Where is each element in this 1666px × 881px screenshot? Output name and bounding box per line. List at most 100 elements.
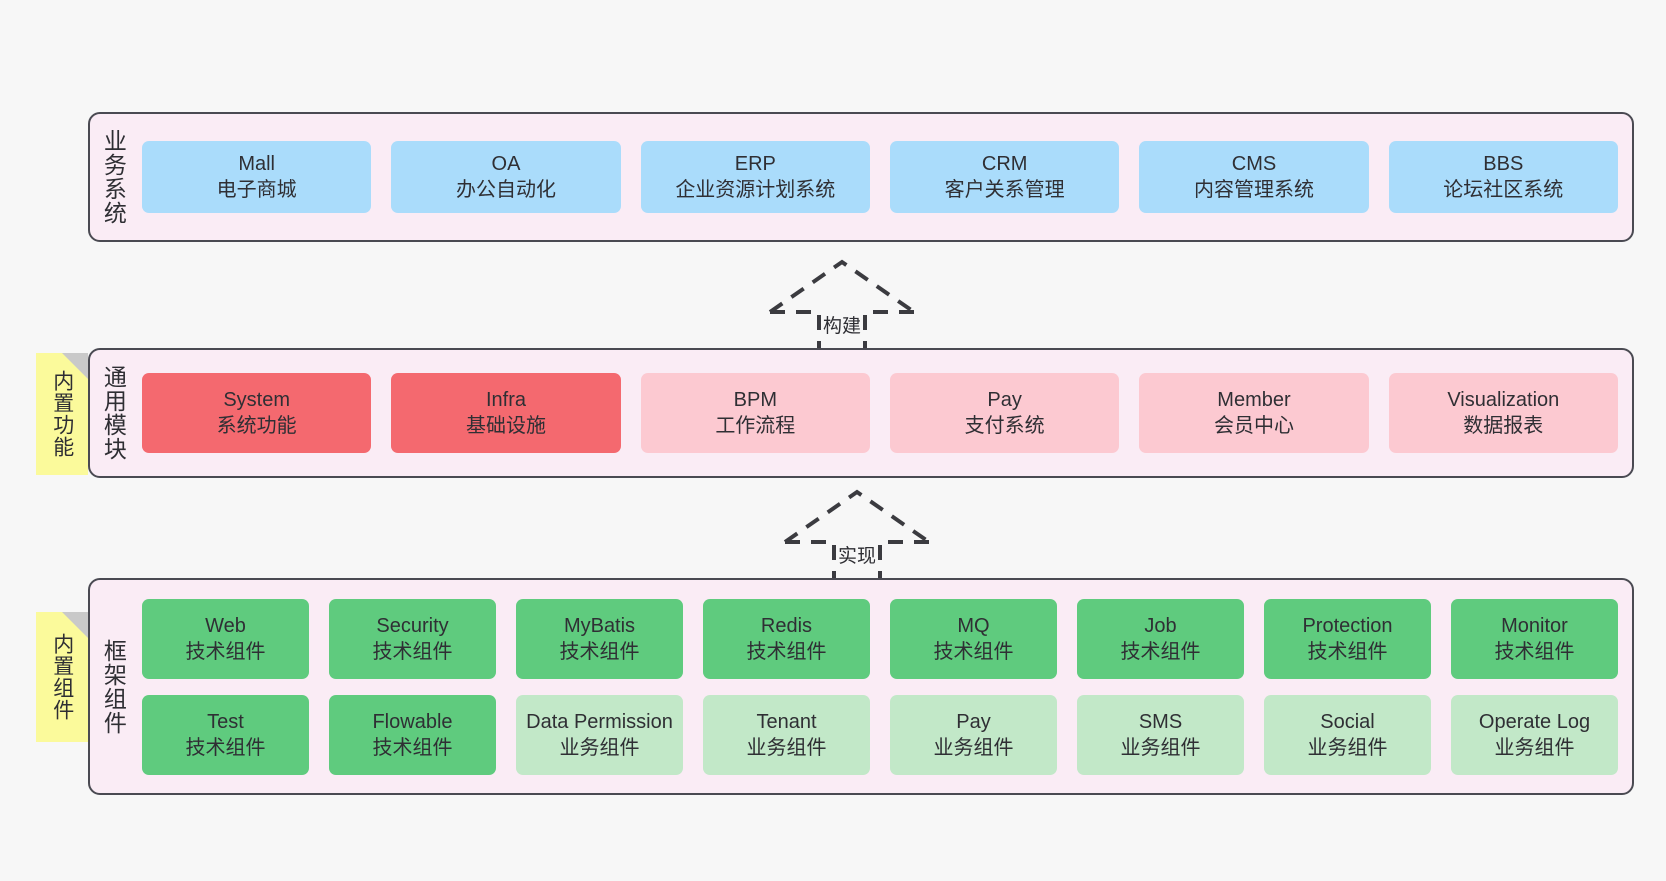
card-crm-en: CRM <box>981 153 1028 175</box>
business-card-row: Mall 电子商城 OA 办公自动化 ERP 企业资源计划系统 CRM 客户关系… <box>142 141 1618 213</box>
framework-card-row-business: Test 技术组件 Flowable 技术组件 Data Permission … <box>142 694 1618 775</box>
card-data-permission[interactable]: Data Permission 业务组件 <box>516 694 683 775</box>
dashed-up-arrow-icon <box>783 489 931 580</box>
card-pay-module[interactable]: Pay 支付系统 <box>889 373 1120 453</box>
card-crm-cn: 客户关系管理 <box>944 179 1065 201</box>
card-mq-en: MQ <box>957 614 990 637</box>
card-oa-cn: 办公自动化 <box>455 179 556 201</box>
sticky-note-builtin-components-label: 内置组件 <box>50 633 74 721</box>
framework-card-row-tech: Web 技术组件 Security 技术组件 MyBatis 技术组件 Redi… <box>142 598 1618 679</box>
card-security[interactable]: Security 技术组件 <box>329 598 496 679</box>
card-bbs[interactable]: BBS 论坛社区系统 <box>1388 141 1618 213</box>
arrow-implement: 实现 <box>777 488 937 580</box>
card-system[interactable]: System 系统功能 <box>142 373 372 453</box>
layer-framework-component: 框架组件 Web 技术组件 Security 技术组件 MyBatis 技术组件… <box>88 578 1634 795</box>
layer-business-system-body: Mall 电子商城 OA 办公自动化 ERP 企业资源计划系统 CRM 客户关系… <box>136 114 1632 240</box>
card-visualization[interactable]: Visualization 数据报表 <box>1388 373 1618 453</box>
card-tenant-cn: 业务组件 <box>746 736 827 759</box>
card-web[interactable]: Web 技术组件 <box>142 598 309 679</box>
layer-business-system: 业务系统 Mall 电子商城 OA 办公自动化 ERP 企业资源计划系统 CRM… <box>88 112 1634 242</box>
card-mq[interactable]: MQ 技术组件 <box>890 598 1057 679</box>
card-security-cn: 技术组件 <box>372 640 453 663</box>
card-mall[interactable]: Mall 电子商城 <box>142 141 372 213</box>
card-member[interactable]: Member 会员中心 <box>1139 373 1369 453</box>
common-card-row: System 系统功能 Infra 基础设施 BPM 工作流程 Pay 支付系统… <box>142 373 1618 453</box>
card-mybatis[interactable]: MyBatis 技术组件 <box>516 598 683 679</box>
sticky-note-builtin-components: 内置组件 <box>36 612 88 742</box>
card-monitor-en: Monitor <box>1501 614 1568 637</box>
card-cms[interactable]: CMS 内容管理系统 <box>1139 141 1369 213</box>
arrow-build: 构建 <box>762 258 922 350</box>
layer-common-module: 通用模块 System 系统功能 Infra 基础设施 BPM 工作流程 Pay… <box>88 348 1634 478</box>
card-operate-log-cn: 业务组件 <box>1494 736 1575 759</box>
card-cms-en: CMS <box>1231 153 1277 175</box>
card-system-en: System <box>223 389 290 411</box>
card-social-cn: 业务组件 <box>1307 736 1388 759</box>
card-pay-component[interactable]: Pay 业务组件 <box>890 694 1057 775</box>
card-visualization-cn: 数据报表 <box>1463 415 1544 437</box>
card-oa[interactable]: OA 办公自动化 <box>391 141 621 213</box>
card-monitor-cn: 技术组件 <box>1494 640 1575 663</box>
sticky-note-builtin-features-label: 内置功能 <box>50 370 74 458</box>
card-sms[interactable]: SMS 业务组件 <box>1077 694 1244 775</box>
card-member-en: Member <box>1217 389 1291 411</box>
card-web-cn: 技术组件 <box>185 640 266 663</box>
card-protection[interactable]: Protection 技术组件 <box>1264 598 1431 679</box>
layer-framework-component-body: Web 技术组件 Security 技术组件 MyBatis 技术组件 Redi… <box>136 580 1632 793</box>
layer-common-module-body: System 系统功能 Infra 基础设施 BPM 工作流程 Pay 支付系统… <box>136 350 1632 476</box>
card-bbs-cn: 论坛社区系统 <box>1443 179 1564 201</box>
card-flowable-cn: 技术组件 <box>372 736 453 759</box>
dashed-up-arrow-icon <box>768 259 916 350</box>
card-operate-log-en: Operate Log <box>1478 710 1591 733</box>
card-data-permission-cn: 业务组件 <box>559 736 640 759</box>
card-member-cn: 会员中心 <box>1213 415 1294 437</box>
card-test-cn: 技术组件 <box>185 736 266 759</box>
card-sms-cn: 业务组件 <box>1120 736 1201 759</box>
sticky-note-builtin-features: 内置功能 <box>36 353 88 475</box>
layer-business-system-title: 业务系统 <box>100 129 127 225</box>
card-redis[interactable]: Redis 技术组件 <box>703 598 870 679</box>
card-mybatis-en: MyBatis <box>563 614 636 637</box>
card-tenant[interactable]: Tenant 业务组件 <box>703 694 870 775</box>
card-job-cn: 技术组件 <box>1120 640 1201 663</box>
card-bbs-en: BBS <box>1483 153 1524 175</box>
card-redis-cn: 技术组件 <box>746 640 827 663</box>
card-flowable[interactable]: Flowable 技术组件 <box>329 694 496 775</box>
card-operate-log[interactable]: Operate Log 业务组件 <box>1451 694 1618 775</box>
card-test[interactable]: Test 技术组件 <box>142 694 309 775</box>
card-job[interactable]: Job 技术组件 <box>1077 598 1244 679</box>
card-bpm[interactable]: BPM 工作流程 <box>640 373 870 453</box>
card-oa-en: OA <box>491 153 521 175</box>
card-erp-en: ERP <box>734 153 776 175</box>
card-flowable-en: Flowable <box>372 710 453 733</box>
card-protection-cn: 技术组件 <box>1307 640 1388 663</box>
card-pay-module-cn: 支付系统 <box>964 415 1045 437</box>
card-system-cn: 系统功能 <box>216 415 297 437</box>
card-mq-cn: 技术组件 <box>933 640 1014 663</box>
card-bpm-cn: 工作流程 <box>715 415 796 437</box>
card-infra[interactable]: Infra 基础设施 <box>391 373 621 453</box>
card-test-en: Test <box>207 710 244 733</box>
layer-common-module-title: 通用模块 <box>100 365 127 461</box>
card-bpm-en: BPM <box>733 389 777 411</box>
card-redis-en: Redis <box>760 614 813 637</box>
card-job-en: Job <box>1144 614 1177 637</box>
card-security-en: Security <box>376 614 449 637</box>
card-crm[interactable]: CRM 客户关系管理 <box>889 141 1120 213</box>
sticky-fold-corner-icon <box>62 353 88 379</box>
card-web-en: Web <box>205 614 246 637</box>
card-social-en: Social <box>1320 710 1375 733</box>
card-cms-cn: 内容管理系统 <box>1193 179 1314 201</box>
card-erp[interactable]: ERP 企业资源计划系统 <box>640 141 870 213</box>
card-pay-component-en: Pay <box>956 710 991 733</box>
card-visualization-en: Visualization <box>1447 389 1560 411</box>
card-mybatis-cn: 技术组件 <box>559 640 640 663</box>
card-protection-en: Protection <box>1302 614 1393 637</box>
layer-framework-component-title: 框架组件 <box>100 638 127 735</box>
card-mall-en: Mall <box>238 153 275 175</box>
card-social[interactable]: Social 业务组件 <box>1264 694 1431 775</box>
card-sms-en: SMS <box>1138 710 1183 733</box>
sticky-fold-corner-icon <box>62 612 88 638</box>
card-data-permission-en: Data Permission <box>526 710 673 733</box>
card-monitor[interactable]: Monitor 技术组件 <box>1451 598 1618 679</box>
